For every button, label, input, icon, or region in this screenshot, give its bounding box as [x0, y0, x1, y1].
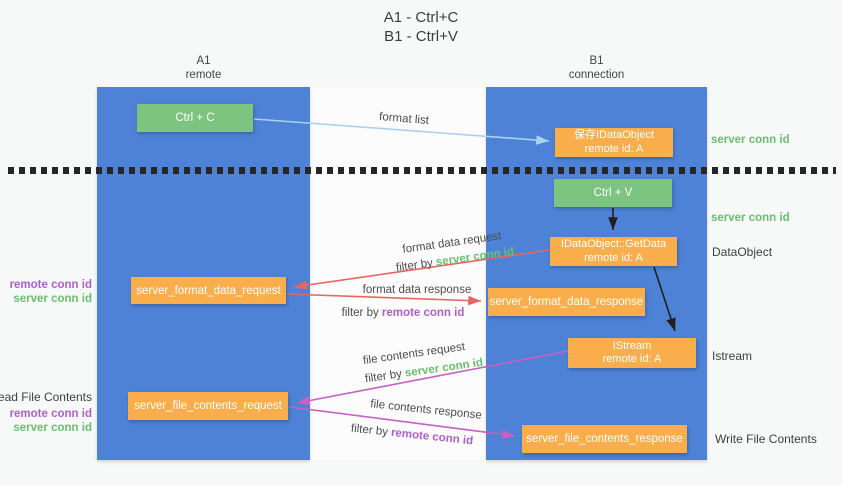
phase-separator-dotted-line [8, 167, 836, 174]
node-ctrl-v-label: Ctrl + V [593, 187, 633, 199]
node-idataobject-getdata-line2: remote id: A [584, 251, 643, 264]
node-server-file-contents-request: server_file_contents_request [128, 392, 288, 420]
node-ctrl-c-label: Ctrl + C [175, 112, 215, 124]
node-ctrl-c: Ctrl + C [137, 104, 253, 132]
annotation-istream: Istream [712, 349, 753, 363]
annotation-conn-ids-format: remote conn id server conn id [10, 278, 92, 306]
annotation-read-file-contents: Read File Contents [0, 390, 92, 404]
node-server-file-contents-request-label: server_file_contents_request [134, 400, 282, 412]
annotation-write-file-contents: Write File Contents [715, 432, 817, 446]
lifeline-b1-name: B1 [589, 55, 604, 67]
annotation-dataobject: DataObject [712, 245, 773, 259]
label-filter-by-remote-conn-id-1: filter by remote conn id [342, 307, 465, 319]
annotation-server-conn-id-mid: server conn id [711, 212, 790, 224]
annotation-server-conn-id-1: server conn id [13, 293, 92, 305]
lifeline-b1-header: B1 connection [486, 54, 707, 82]
lifeline-a1-name: A1 [196, 55, 211, 67]
node-istream: IStream remote id: A [568, 338, 696, 368]
node-server-format-data-request: server_format_data_request [131, 277, 286, 304]
annotation-remote-conn-id-2: remote conn id [9, 408, 92, 420]
label-filter-prefix: filter by [341, 307, 382, 319]
node-save-idataobject-line2: remote id: A [584, 142, 644, 155]
node-save-idataobject: 保存IDataObject remote id: A [555, 128, 673, 157]
node-ctrl-v: Ctrl + V [554, 179, 672, 207]
lifeline-a1-header: A1 remote [97, 54, 310, 82]
annotation-server-conn-id-top: server conn id [711, 134, 790, 146]
page-title-line2: B1 - Ctrl+V [384, 28, 458, 45]
node-istream-line2: remote id: A [602, 353, 662, 365]
node-save-idataobject-line1: 保存IDataObject [573, 129, 655, 141]
node-idataobject-getdata: IDataObject::GetData remote id: A [550, 237, 677, 266]
page-title-line1: A1 - Ctrl+C [383, 9, 459, 26]
node-server-file-contents-response-label: server_file_contents_response [526, 433, 683, 445]
node-istream-line1: IStream [612, 339, 652, 352]
label-format-data-response: format data response [362, 284, 472, 296]
lifeline-a1-subtitle: remote [185, 69, 222, 81]
node-server-format-data-request-label: server_format_data_request [136, 284, 281, 297]
node-idataobject-getdata-line1: IDataObject::GetData [560, 238, 667, 250]
node-server-format-data-response: server_format_data_response [488, 288, 645, 316]
annotation-server-conn-id-2: server conn id [13, 422, 92, 434]
node-server-file-contents-response: server_file_contents_response [522, 425, 687, 453]
node-server-format-data-response-label: server_format_data_response [489, 296, 644, 308]
page-title: A1 - Ctrl+C B1 - Ctrl+V [0, 8, 842, 46]
label-remote-conn-id: remote conn id [381, 307, 465, 319]
annotation-conn-ids-file: remote conn id server conn id [10, 407, 92, 435]
lifeline-b1-subtitle: connection [568, 69, 625, 81]
annotation-remote-conn-id-1: remote conn id [9, 279, 92, 291]
